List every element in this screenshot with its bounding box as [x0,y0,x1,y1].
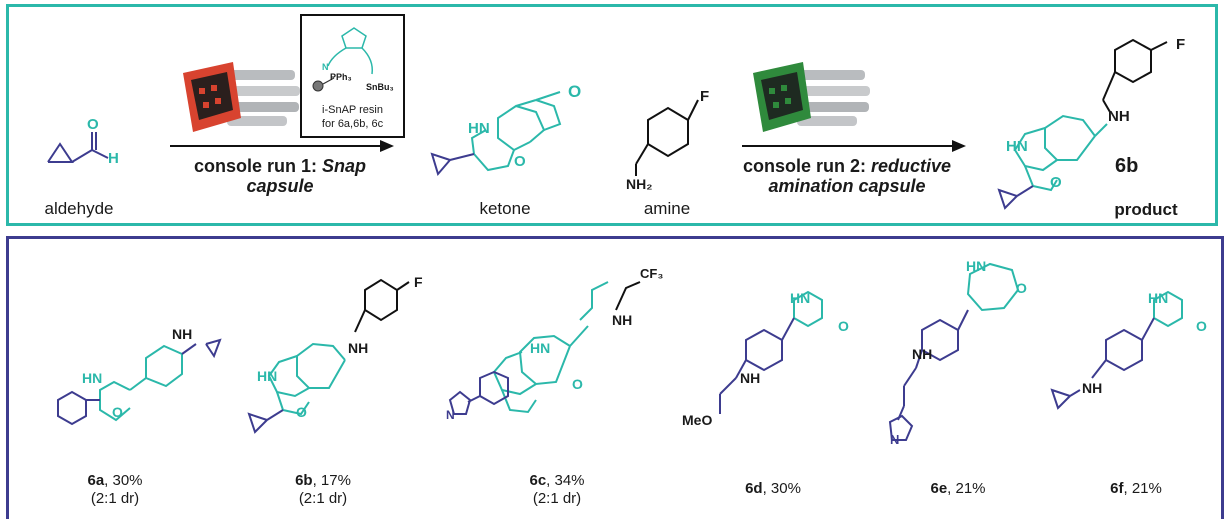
caption-6c: 6c, 34% (2:1 dr) [529,472,585,507]
snap-resin-structure [312,27,374,92]
compound-6c-O: O [572,376,583,392]
console-run-2-label: console run 2: reductive amination capsu… [742,156,952,196]
compound-6c-structure [448,281,641,415]
compound-6a-structure [57,338,222,426]
inset-SnBu3: SnBu₃ [366,82,394,92]
aldehyde-O: O [87,116,99,133]
product-label: product [1114,200,1178,219]
aldehyde-label: aldehyde [44,199,114,218]
product-F: F [1176,36,1186,53]
compound-6e-O: O [1016,280,1027,296]
amine-label: amine [643,199,691,218]
reductive-amination-capsule-image [753,62,870,132]
aldehyde-H: H [108,150,119,167]
amine-structure [635,99,699,176]
compound-6d-HN: HN [790,290,811,306]
caption-6d: 6d, 30% [745,480,801,497]
compound-6e-structure [888,262,1020,441]
snap-capsule-image [183,62,300,132]
compound-6b-F: F [414,274,423,290]
caption-6a: 6a, 30% (2:1 dr) [87,472,143,507]
compound-6b-structure [247,278,410,434]
inset-N: N [322,62,329,72]
inset-line2: for 6a,6b, 6c [321,118,384,130]
bottom-panel [6,236,1224,519]
compound-6d-NH: NH [740,370,761,386]
compound-6e-NH: NH [912,346,933,362]
compound-6f-NH: NH [1082,380,1103,396]
compound-6d-structure [719,290,823,414]
aldehyde-structure [47,132,109,163]
ketone-structure [430,91,562,177]
amine-F: F [700,88,710,105]
compound-6d-MeO: MeO [682,412,713,428]
compound-6c-NH: NH [612,312,633,328]
compound-6a-NH: NH [172,326,193,342]
compound-6b-NH: NH [348,340,369,356]
compound-6a-O: O [112,404,123,420]
caption-6e: 6e, 21% [930,480,986,497]
compound-6c-N-triazole: N [446,408,455,422]
ketone-O-ring: O [514,153,526,170]
inset-line1: i-SnAP resin [322,104,383,116]
inset-PPh3: PPh₃ [330,72,352,82]
product-HN: HN [1006,138,1028,155]
ketone-HN: HN [468,120,490,137]
reaction-arrow-2 [742,140,966,152]
compound-6b-HN: HN [257,368,278,384]
product-O: O [1050,174,1062,191]
snap-resin-inset: N PPh₃ SnBu₃ i-SnAP resin for 6a,6b, 6c [300,14,405,138]
compound-6e-N: N [890,432,900,447]
reaction-arrow-1 [170,140,394,152]
compound-6d-O: O [838,318,849,334]
compound-6f-O: O [1196,318,1207,334]
caption-6f: 6f, 21% [1110,480,1162,497]
product-structure [997,38,1168,210]
compound-6e-HN: HN [966,258,987,274]
compound-6f-structure [1050,290,1183,410]
compound-6c-HN: HN [530,340,551,356]
caption-6b: 6b, 17% (2:1 dr) [295,472,351,507]
product-NH: NH [1108,108,1130,125]
console-run-1-label: console run 1: Snap capsule [193,156,367,196]
compound-6a-HN: HN [82,370,103,386]
compound-6f-HN: HN [1148,290,1169,306]
amine-NH2: NH₂ [626,176,653,192]
ketone-O-carbonyl: O [568,82,582,101]
ketone-label: ketone [479,199,531,218]
top-panel [6,4,1218,226]
product-id: 6b [1115,155,1139,177]
compound-6b-O: O [296,404,307,420]
compound-6c-CF3: CF₃ [640,266,664,281]
